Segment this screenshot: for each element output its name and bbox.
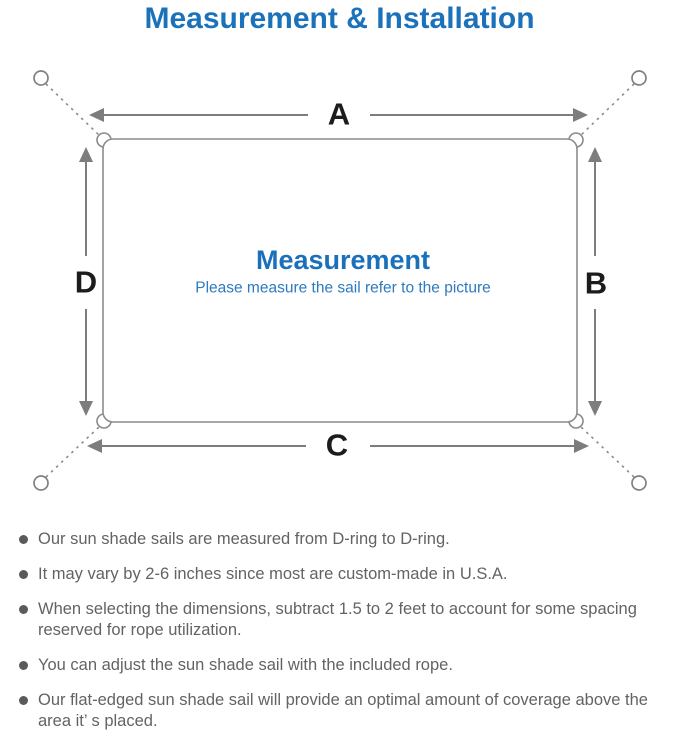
list-item: Our flat-edged sun shade sail will provi… xyxy=(19,690,675,732)
note-text: It may vary by 2-6 inches since most are… xyxy=(38,565,508,583)
list-item: When selecting the dimensions, subtract … xyxy=(19,599,675,641)
list-item: You can adjust the sun shade sail with t… xyxy=(19,655,675,676)
diagram-center-title: Measurement xyxy=(256,245,430,275)
rope-bottom-left xyxy=(45,425,101,478)
note-text: You can adjust the sun shade sail with t… xyxy=(38,656,453,674)
sail-outline xyxy=(102,138,578,423)
note-text: When selecting the dimensions, subtract … xyxy=(38,600,637,639)
bullet-icon xyxy=(19,661,28,670)
dimension-arrow-c xyxy=(87,439,589,453)
measurement-diagram: A C D B Measurement Please measure the s… xyxy=(33,70,647,491)
dimension-label-b: B xyxy=(585,266,607,301)
note-text: Our flat-edged sun shade sail will provi… xyxy=(38,691,648,730)
bullet-icon xyxy=(19,570,28,579)
bullet-icon xyxy=(19,696,28,705)
dimension-arrow-b xyxy=(588,147,602,416)
dimension-label-d: D xyxy=(75,265,97,300)
note-text: Our sun shade sails are measured from D-… xyxy=(38,530,450,548)
anchor-ring-bottom-right-icon xyxy=(631,475,647,491)
anchor-points xyxy=(33,70,647,491)
bullet-icon xyxy=(19,535,28,544)
rope-top-right xyxy=(579,83,635,137)
rope-bottom-right xyxy=(579,425,635,478)
page-title: Measurement & Installation xyxy=(144,2,535,35)
diagram-center-subtitle: Please measure the sail refer to the pic… xyxy=(195,280,491,297)
anchor-ring-top-right-icon xyxy=(631,70,647,86)
list-item: Our sun shade sails are measured from D-… xyxy=(19,529,675,550)
bullet-icon xyxy=(19,605,28,614)
list-item: It may vary by 2-6 inches since most are… xyxy=(19,564,675,585)
anchor-ring-bottom-left-icon xyxy=(33,475,49,491)
dimension-arrow-d xyxy=(79,147,93,416)
dimension-label-c: C xyxy=(326,428,348,463)
anchor-rope-lines xyxy=(45,83,635,478)
rope-top-left xyxy=(45,83,101,137)
dimension-label-a: A xyxy=(328,97,350,132)
dimension-arrow-a xyxy=(89,108,588,122)
notes-list: Our sun shade sails are measured from D-… xyxy=(0,529,679,739)
anchor-ring-top-left-icon xyxy=(33,70,49,86)
